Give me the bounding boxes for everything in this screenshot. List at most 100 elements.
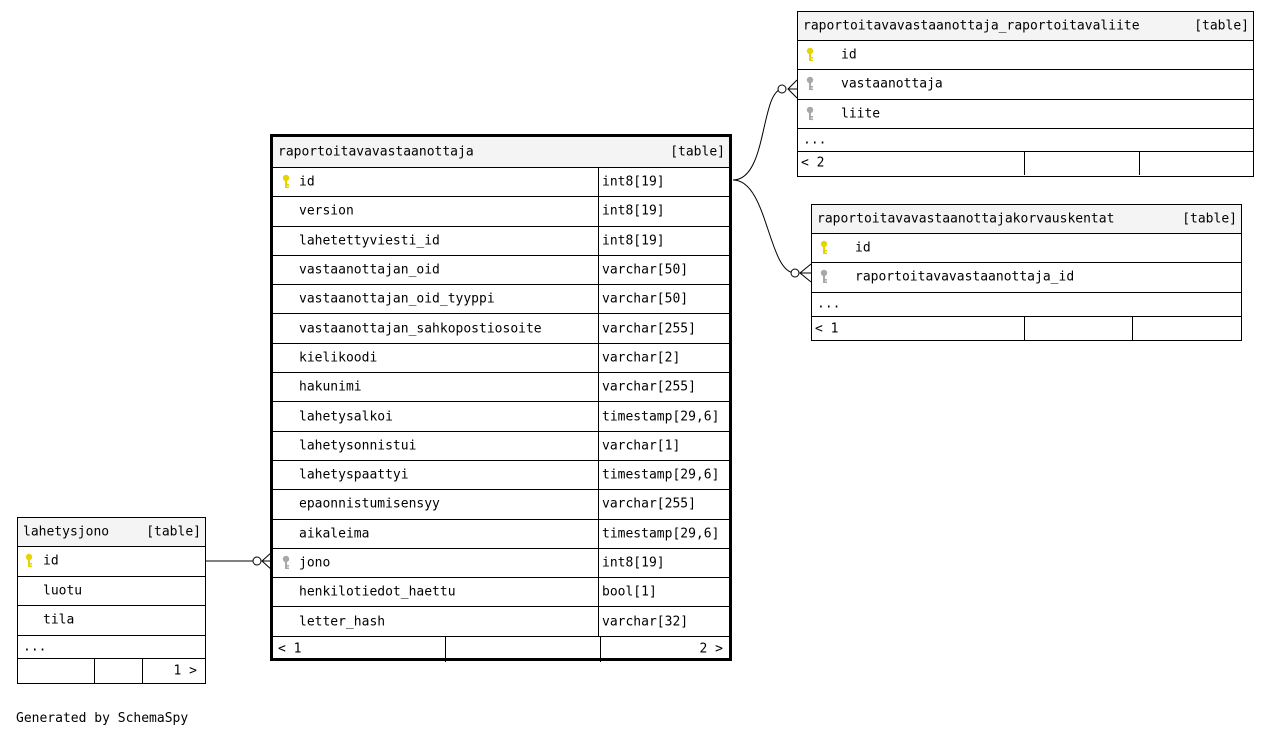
table-name: lahetysjono [23,524,110,540]
parents-count[interactable]: < 2 [801,155,825,171]
children-cell[interactable]: 1 > [142,658,205,683]
column-row-id[interactable]: id [812,234,1241,264]
table-raportoitavavastaanottajakorvauskentat[interactable]: raportoitavavastaanottajakorvauskentat [… [811,204,1242,341]
column-name: tila [43,612,75,628]
empty-footer-cell [445,636,600,662]
table-kind: [table] [1182,211,1237,227]
column-name: lahetysonnistui [299,438,417,454]
column-row-liite[interactable]: liite [798,100,1253,129]
column-name: letter_hash [299,614,386,630]
column-name: lahetysalkoi [299,409,393,425]
parents-count[interactable]: < 1 [815,321,839,337]
parents-cell[interactable]: < 1 [273,637,445,662]
column-type: timestamp[29,6] [602,467,720,483]
foreign-key-icon [806,106,816,122]
empty-footer-cell [1132,316,1241,341]
column-type: timestamp[29,6] [602,526,720,542]
table-lahetysjono[interactable]: lahetysjono [table] id luotu tila ... 1 > [17,517,206,684]
parents-cell[interactable]: < 1 [812,317,1024,341]
column-name: id [855,240,871,256]
column-name: lahetettyviesti_id [299,233,440,249]
column-name: version [299,203,354,219]
link-main-to-korvaus [732,179,796,274]
column-row-version[interactable]: version int8[19] [273,197,729,227]
column-divider [598,285,599,314]
optional-marker-main [252,556,262,566]
column-row-lahetyspaattyi[interactable]: lahetyspaattyi timestamp[29,6] [273,460,729,491]
table-footer: < 2 [798,151,1253,175]
column-row-id[interactable]: id [798,41,1253,71]
table-footer: 1 > [18,658,205,683]
column-name: id [841,47,857,63]
primary-key-icon [282,174,292,190]
column-row-tila[interactable]: tila [18,606,205,636]
table-name: raportoitavavastaanottaja [278,144,474,160]
generated-by-credit: Generated by SchemaSpy [16,711,189,726]
foreign-key-icon [282,555,292,571]
column-name: luotu [43,583,83,599]
children-count[interactable]: 2 > [699,641,723,657]
table-name: raportoitavavastaanottajakorvauskentat [817,211,1115,227]
column-row-henkilotiedot-haettu[interactable]: henkilotiedot_haettu bool[1] [273,578,729,608]
table-footer: < 1 2 > [273,636,729,662]
column-divider [598,548,599,578]
optional-marker-liite [777,84,787,94]
column-row-kielikoodi[interactable]: kielikoodi varchar[2] [273,343,729,374]
column-row-raportoitavavastaanottaja-id[interactable]: raportoitavavastaanottaja_id [812,263,1241,293]
column-row-id[interactable]: id [18,547,205,577]
table-header[interactable]: lahetysjono [table] [18,518,205,547]
column-row-aikaleima[interactable]: aikaleima timestamp[29,6] [273,519,729,549]
table-header[interactable]: raportoitavavastaanottaja [table] [273,137,729,168]
empty-footer-cell [94,658,142,683]
more-columns: ... [18,636,205,659]
table-raportoitavavastaanottaja-raportoitavaliite[interactable]: raportoitavavastaanottaja_raportoitavali… [797,11,1254,177]
column-type: varchar[255] [602,496,696,512]
column-row-luotu[interactable]: luotu [18,577,205,607]
parents-count[interactable]: < 1 [278,641,302,657]
children-cell[interactable]: 2 > [600,636,729,662]
column-divider [598,460,599,490]
more-columns-text: ... [803,132,827,148]
column-divider [598,197,599,226]
column-name: henkilotiedot_haettu [299,584,456,600]
column-row-vastaanottaja[interactable]: vastaanottaja [798,70,1253,100]
column-divider [598,373,599,402]
table-footer: < 1 [812,316,1241,341]
column-divider [598,343,599,373]
column-type: int8[19] [602,203,665,219]
column-divider [598,314,599,343]
table-header[interactable]: raportoitavavastaanottaja_raportoitavali… [798,12,1253,41]
optional-marker-korvaus [790,268,800,278]
column-type: varchar[50] [602,291,689,307]
column-type: bool[1] [602,584,657,600]
column-name: vastaanottajan_sahkopostiosoite [299,321,542,337]
column-name: aikaleima [299,526,370,542]
table-name: raportoitavavastaanottaja_raportoitavali… [803,18,1140,34]
column-name: lahetyspaattyi [299,467,409,483]
more-columns-text: ... [23,639,47,655]
column-type: int8[19] [602,174,665,190]
column-divider [598,431,599,460]
column-name: kielikoodi [299,350,378,366]
parents-cell[interactable]: < 2 [798,152,1024,175]
more-columns-text: ... [817,296,841,312]
column-divider [598,519,599,548]
children-count[interactable]: 1 > [173,663,197,679]
link-main-to-liite [732,88,784,181]
table-header[interactable]: raportoitavavastaanottajakorvauskentat [… [812,205,1241,234]
column-name: vastaanottajan_oid [299,262,440,278]
column-type: varchar[2] [602,350,681,366]
column-name: jono [299,555,331,571]
